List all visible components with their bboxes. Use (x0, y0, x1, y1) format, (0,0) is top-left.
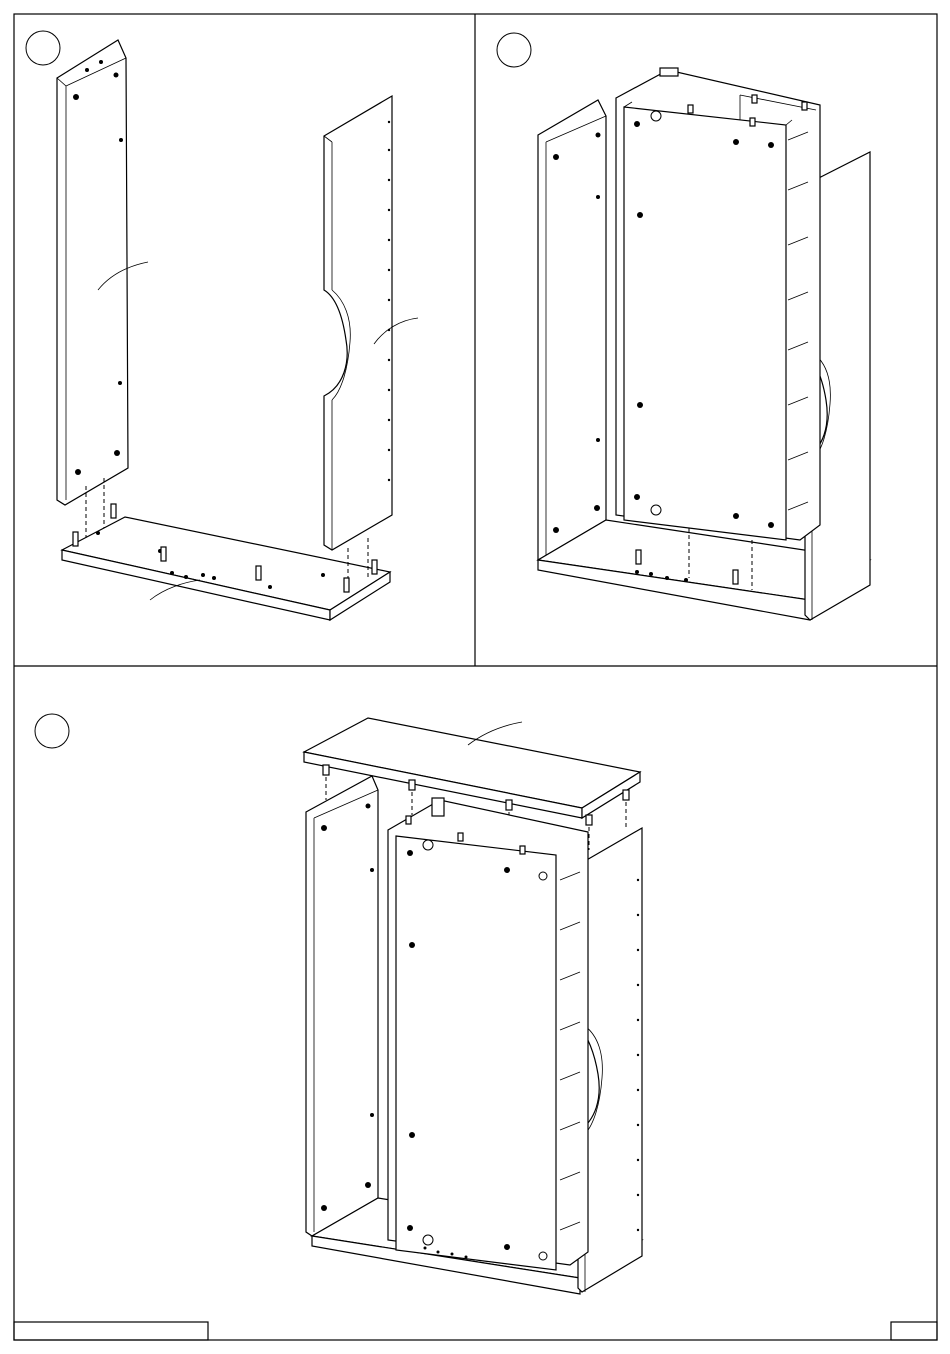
footer (14, 1322, 937, 1340)
step-3-badge (35, 714, 69, 748)
step-1-panel (26, 31, 418, 620)
left-side-panel (57, 40, 128, 505)
step-2-badge (497, 33, 531, 67)
footer-left-box (14, 1322, 208, 1340)
step-3-center-panel (396, 798, 556, 1270)
step-circle-icon (26, 31, 60, 65)
step-3-panel (35, 714, 642, 1294)
step-2-center-panel (624, 102, 792, 540)
step-1-badge (26, 31, 60, 65)
footer-page-box (891, 1322, 937, 1340)
step-circle-icon (497, 33, 531, 67)
right-side-panel-with-handle (324, 96, 392, 550)
step-circle-icon (35, 714, 69, 748)
step-2-panel (497, 33, 870, 620)
